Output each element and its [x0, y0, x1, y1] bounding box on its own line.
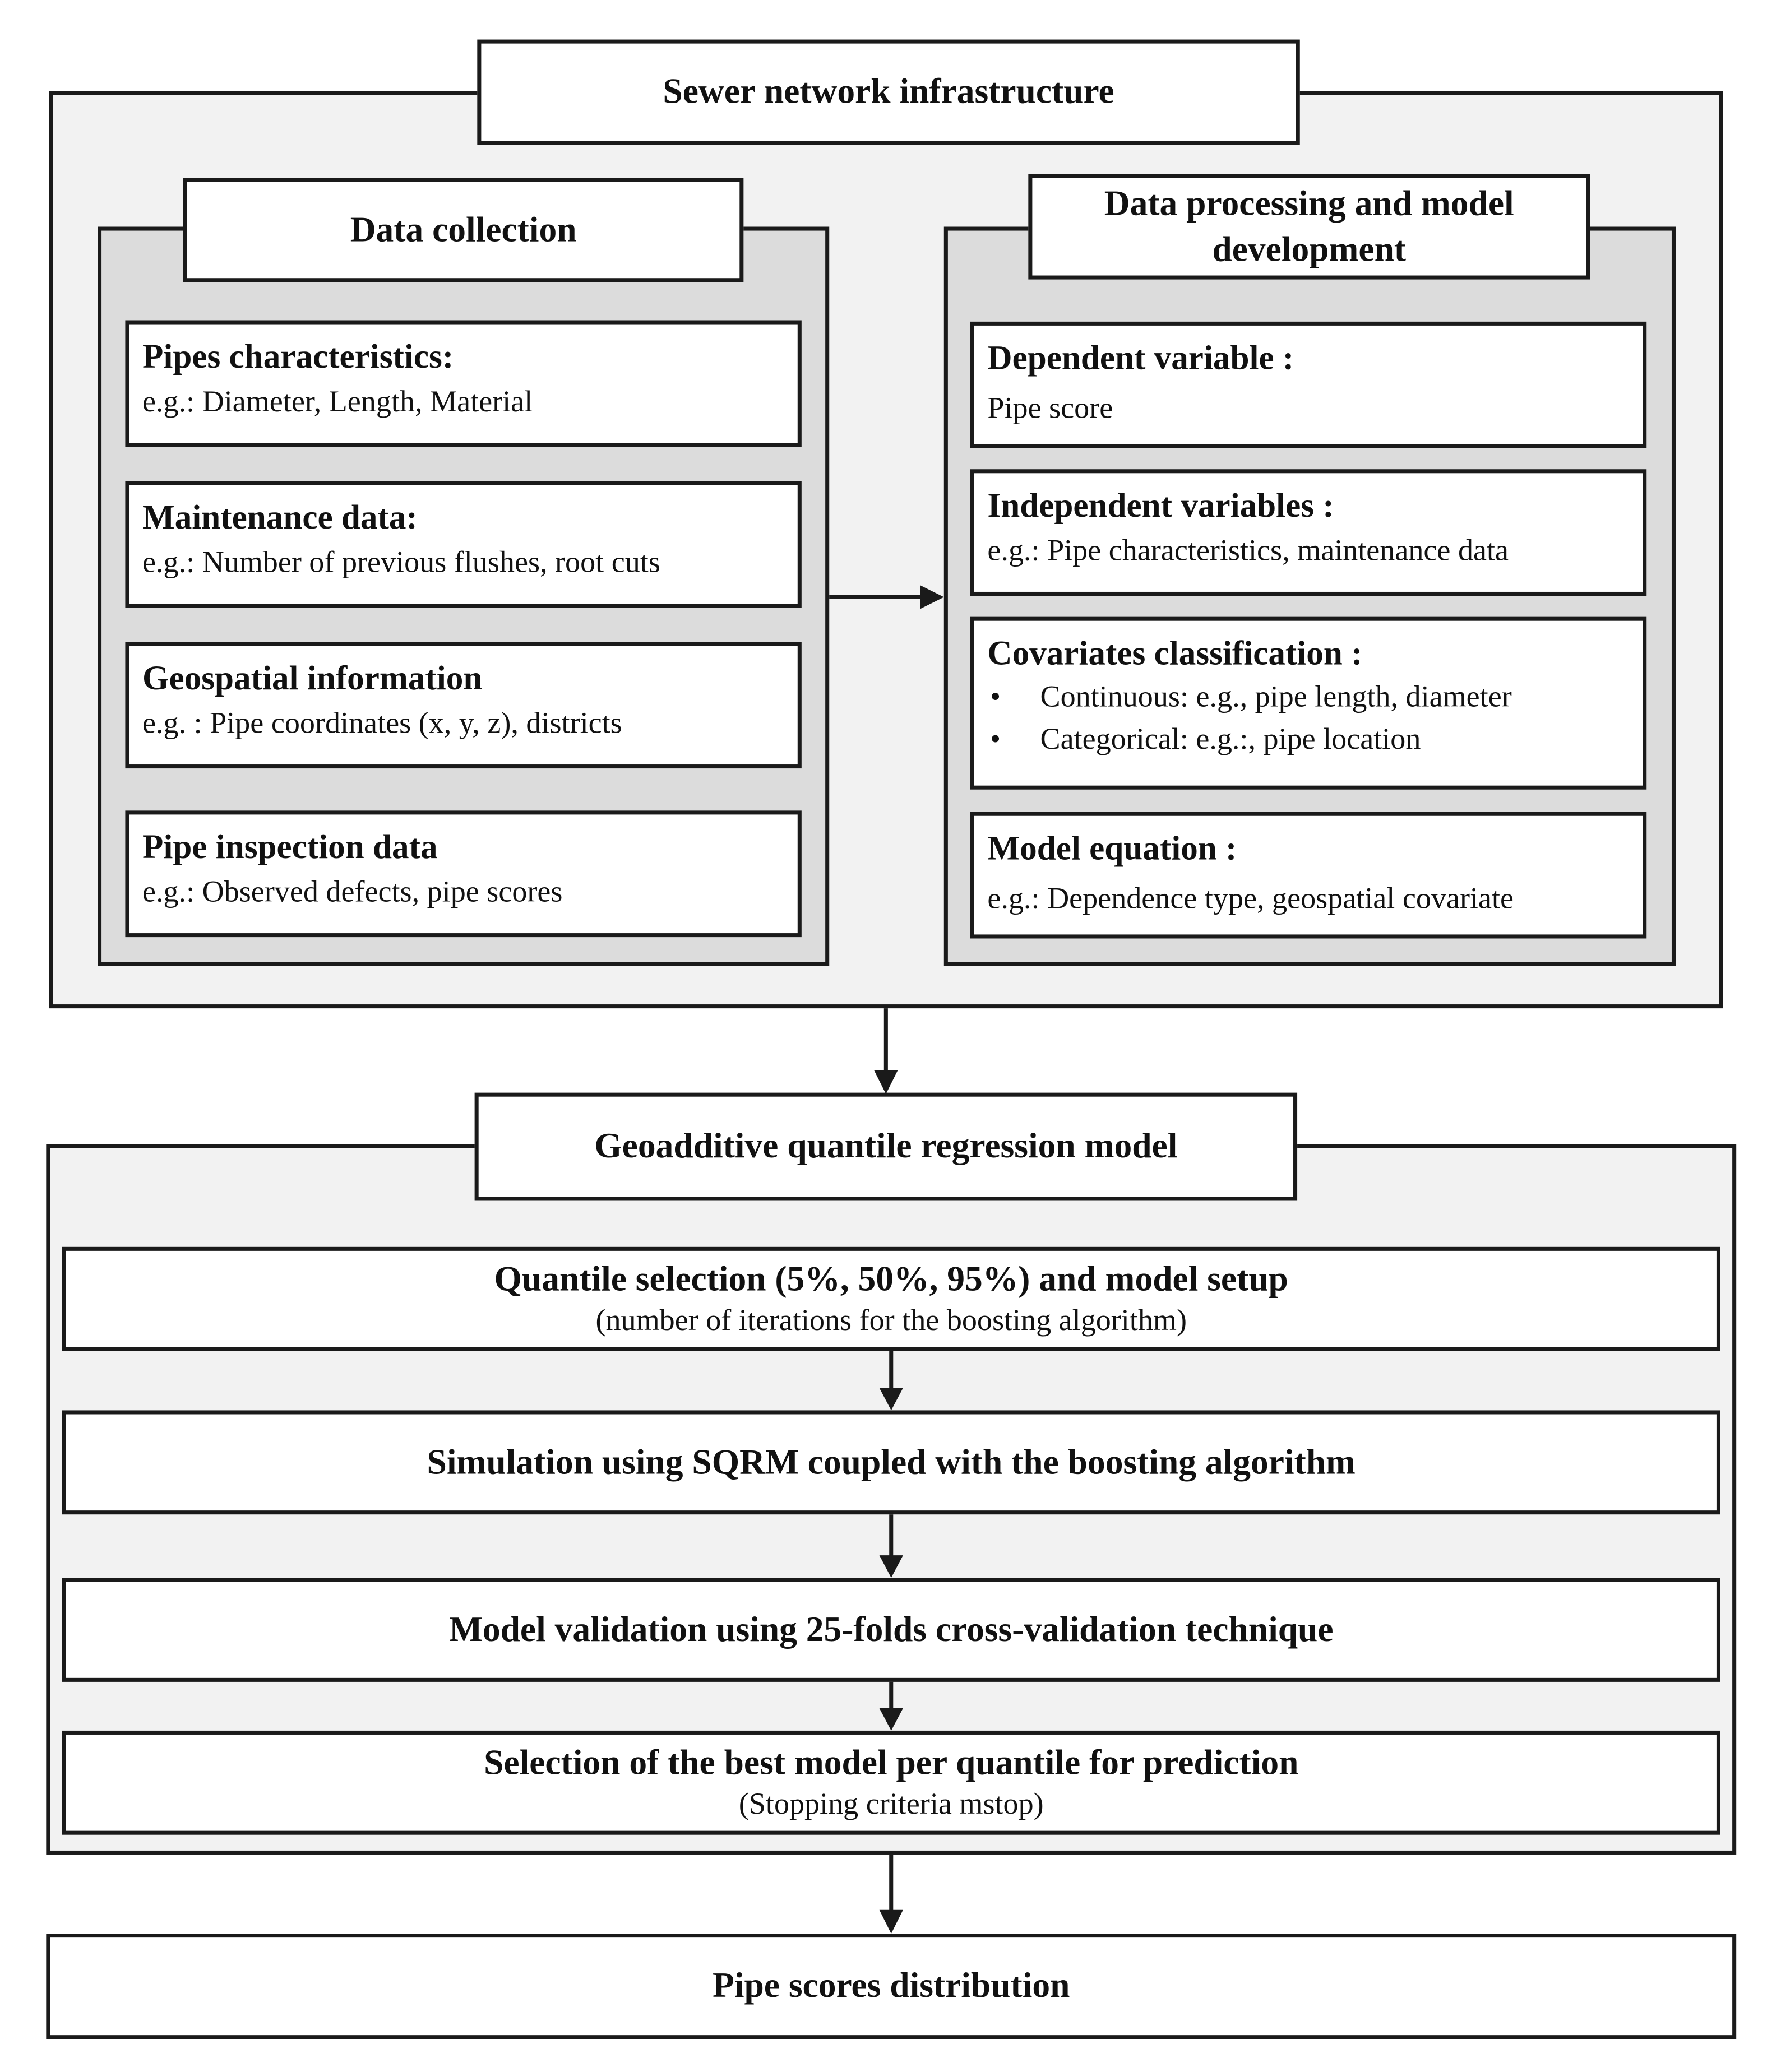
simulation-step: Simulation using SQRM coupled with the b…: [62, 1410, 1720, 1515]
covariates-list: Continuous: e.g., pipe length, diameter …: [987, 676, 1629, 762]
maintenance-data-heading: Maintenance data:: [142, 498, 418, 537]
arrow-step2-to-step3: [879, 1514, 903, 1578]
simulation-heading: Simulation using SQRM coupled with the b…: [427, 1441, 1356, 1481]
covariates-classification-box: Covariates classification : Continuous: …: [970, 616, 1647, 790]
quantile-selection-step: Quantile selection (5%, 50%, 95%) and mo…: [62, 1246, 1720, 1351]
best-model-selection-sub: (Stopping criteria mstop): [738, 1788, 1044, 1821]
dependent-variable-box: Dependent variable : Pipe score: [970, 321, 1647, 448]
covariates-classification-heading: Covariates classification :: [987, 634, 1363, 673]
geoadditive-title: Geoadditive quantile regression model: [474, 1092, 1298, 1201]
pipes-characteristics-box: Pipes characteristics: e.g.: Diameter, L…: [125, 320, 802, 447]
covariate-continuous: Continuous: e.g., pipe length, diameter: [987, 676, 1629, 719]
independent-variables-box: Independent variables : e.g.: Pipe chara…: [970, 469, 1647, 596]
pipe-inspection-data-box: Pipe inspection data e.g.: Observed defe…: [125, 810, 802, 938]
dependent-variable-heading: Dependent variable :: [987, 339, 1294, 377]
dependent-variable-description: Pipe score: [987, 391, 1113, 424]
geospatial-information-description: e.g. : Pipe coordinates (x, y, z), distr…: [142, 706, 622, 739]
independent-variables-heading: Independent variables :: [987, 486, 1334, 525]
model-validation-heading: Model validation using 25-folds cross-va…: [448, 1609, 1334, 1649]
model-validation-step: Model validation using 25-folds cross-va…: [62, 1578, 1720, 1682]
pipes-characteristics-description: e.g.: Diameter, Length, Material: [142, 384, 533, 418]
pipes-characteristics-heading: Pipes characteristics:: [142, 337, 454, 376]
model-equation-box: Model equation : e.g.: Dependence type, …: [970, 812, 1647, 939]
infrastructure-title: Sewer network infrastructure: [477, 39, 1300, 145]
pipe-inspection-data-description: e.g.: Observed defects, pipe scores: [142, 875, 563, 908]
arrow-infrastructure-to-geoadditive: [874, 1008, 898, 1094]
quantile-selection-heading: Quantile selection (5%, 50%, 95%) and mo…: [494, 1258, 1288, 1298]
covariate-categorical: Categorical: e.g.:, pipe location: [987, 719, 1629, 762]
independent-variables-description: e.g.: Pipe characteristics, maintenance …: [987, 534, 1509, 567]
pipe-scores-distribution-box: Pipe scores distribution: [46, 1934, 1737, 2039]
model-equation-heading: Model equation :: [987, 829, 1237, 868]
best-model-selection-step: Selection of the best model per quantile…: [62, 1730, 1720, 1835]
quantile-selection-sub: (number of iterations for the boosting a…: [595, 1304, 1187, 1337]
arrow-collection-to-processing: [829, 585, 944, 609]
arrow-step1-to-step2: [879, 1351, 903, 1411]
maintenance-data-description: e.g.: Number of previous flushes, root c…: [142, 545, 660, 578]
arrow-geoadditive-to-output: [879, 1854, 903, 1934]
model-equation-description: e.g.: Dependence type, geospatial covari…: [987, 881, 1514, 915]
geospatial-information-box: Geospatial information e.g. : Pipe coord…: [125, 642, 802, 769]
maintenance-data-box: Maintenance data: e.g.: Number of previo…: [125, 481, 802, 608]
geospatial-information-heading: Geospatial information: [142, 659, 483, 698]
best-model-selection-heading: Selection of the best model per quantile…: [484, 1742, 1299, 1782]
data-processing-title: Data processing and model development: [1028, 174, 1590, 280]
arrow-step3-to-step4: [879, 1681, 903, 1731]
pipe-inspection-data-heading: Pipe inspection data: [142, 827, 438, 866]
data-collection-title: Data collection: [183, 178, 744, 282]
